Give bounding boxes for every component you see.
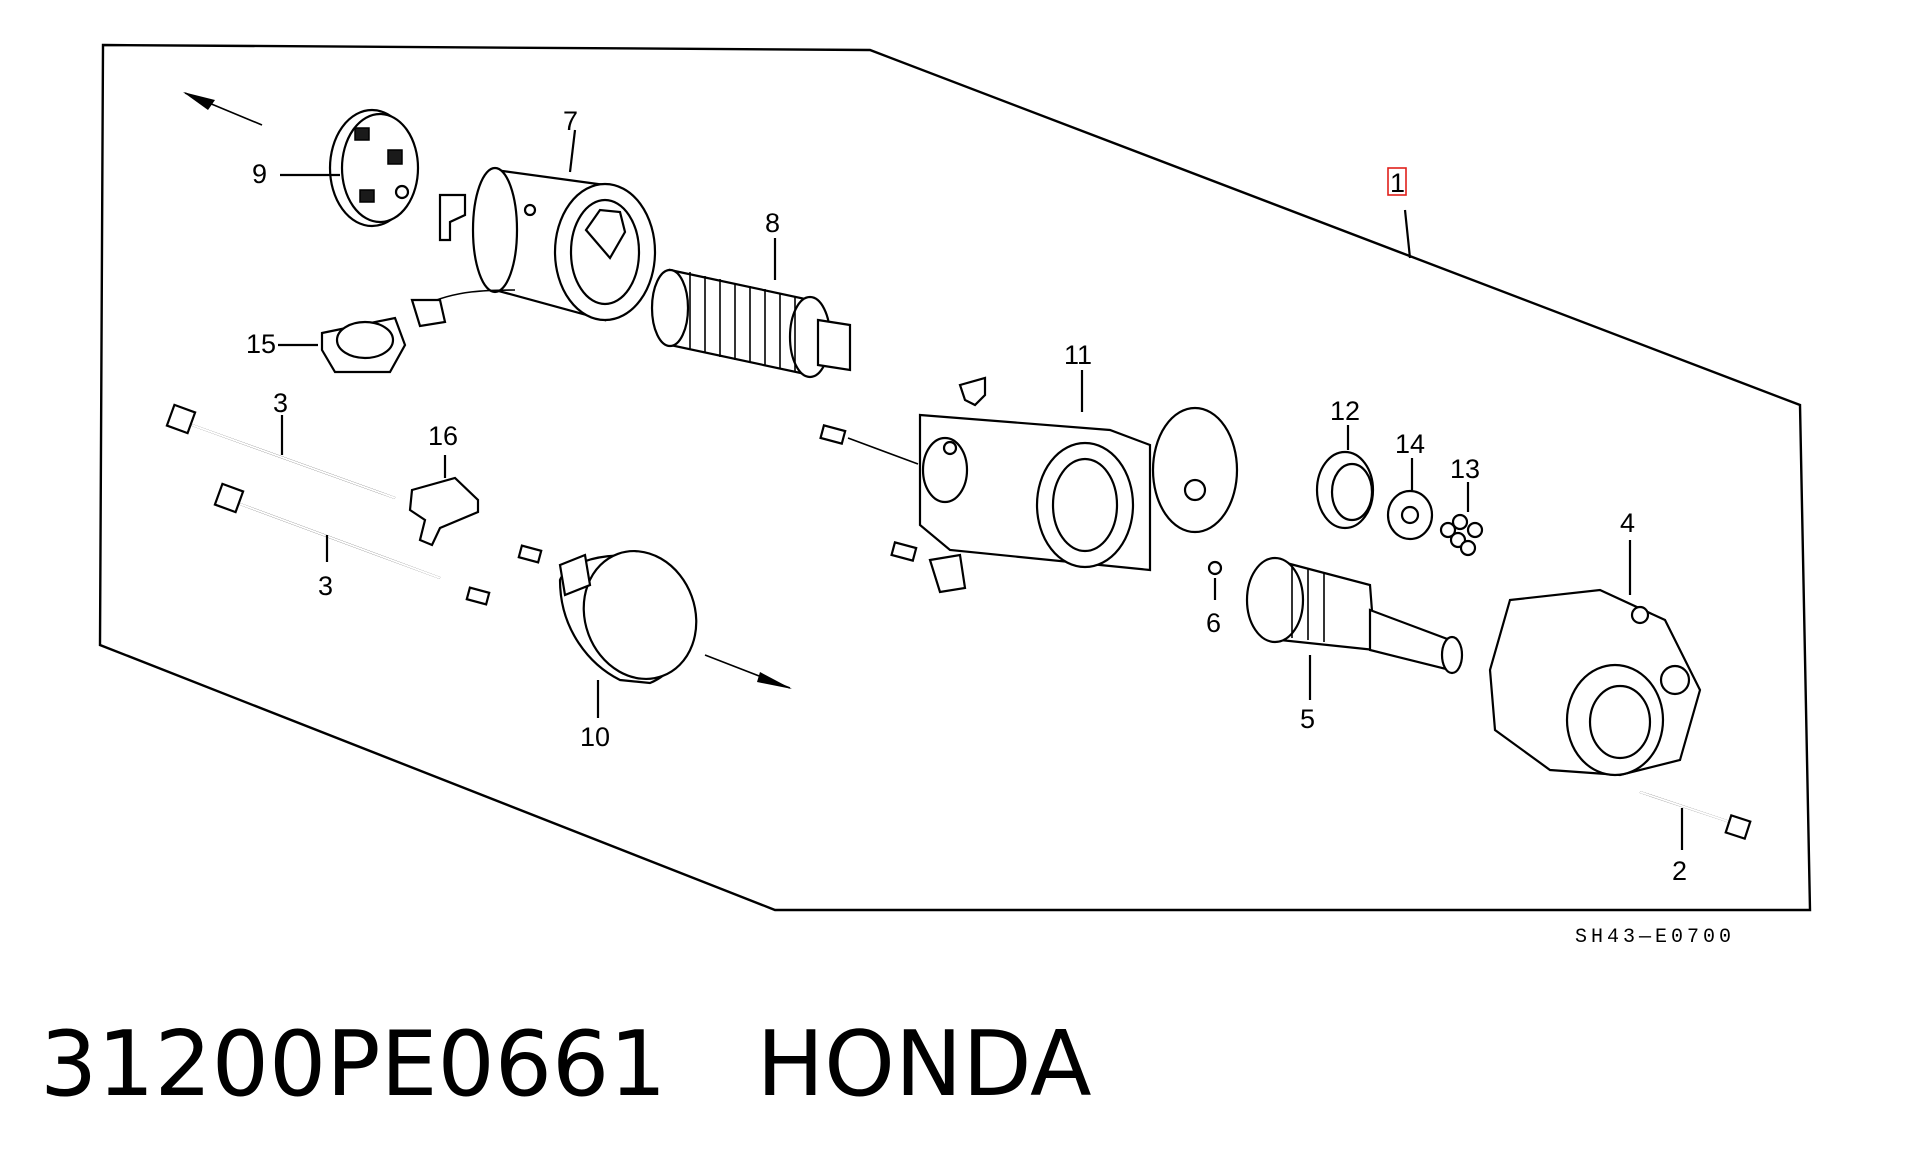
part-1-highlight-box (1387, 167, 1407, 196)
screw-small-2 (465, 586, 491, 606)
part-number-caption: 31200PE0661 HONDA (40, 1012, 1092, 1117)
callout-14[interactable]: 14 (1395, 429, 1425, 459)
callout-8[interactable]: 8 (765, 208, 780, 238)
nose-housing-part-4 (1488, 540, 1702, 777)
rollers-part-13 (1439, 482, 1484, 557)
screw-housing-1 (819, 424, 919, 465)
callout-16[interactable]: 16 (428, 421, 458, 451)
end-cover-part-10 (558, 549, 698, 718)
callout-3-lower[interactable]: 3 (318, 571, 333, 601)
callout-15[interactable]: 15 (246, 329, 276, 359)
field-housing-part-7 (410, 129, 657, 328)
housing-part-11 (918, 370, 1239, 594)
bolt-part-2 (1639, 790, 1752, 850)
callout-13[interactable]: 13 (1450, 454, 1480, 484)
through-bolt-part-3-lower (213, 482, 441, 580)
steel-ball-part-6 (1207, 560, 1223, 600)
callout-5[interactable]: 5 (1300, 704, 1315, 734)
callout-1[interactable]: 1 (1390, 168, 1405, 198)
callout-7[interactable]: 7 (563, 106, 578, 136)
bracket-part-16 (408, 455, 480, 547)
gear-part-12 (1315, 425, 1375, 530)
screw-housing-2 (890, 541, 918, 562)
brush-holder-part-9 (280, 108, 420, 228)
direction-arrow-bottom (704, 654, 792, 689)
diagram-code: SH43—E0700 (1575, 926, 1735, 949)
callout-11[interactable]: 11 (1064, 340, 1092, 370)
through-bolt-part-3-upper (165, 403, 396, 500)
assembly-frame (98, 43, 1812, 912)
screw-small-1 (517, 544, 543, 564)
callout-6[interactable]: 6 (1206, 608, 1221, 638)
clamp-part-15 (278, 316, 407, 374)
armature-part-8 (650, 238, 852, 379)
part-1-leader (1403, 209, 1412, 259)
callout-4[interactable]: 4 (1620, 508, 1635, 538)
callout-9[interactable]: 9 (252, 159, 267, 189)
callout-2[interactable]: 2 (1672, 856, 1687, 886)
callout-12[interactable]: 12 (1330, 396, 1360, 426)
retainer-part-14 (1386, 458, 1434, 541)
callout-3-upper[interactable]: 3 (273, 388, 288, 418)
callout-10[interactable]: 10 (580, 722, 610, 752)
clutch-part-5 (1245, 556, 1464, 700)
direction-arrow-top-left (183, 92, 263, 126)
